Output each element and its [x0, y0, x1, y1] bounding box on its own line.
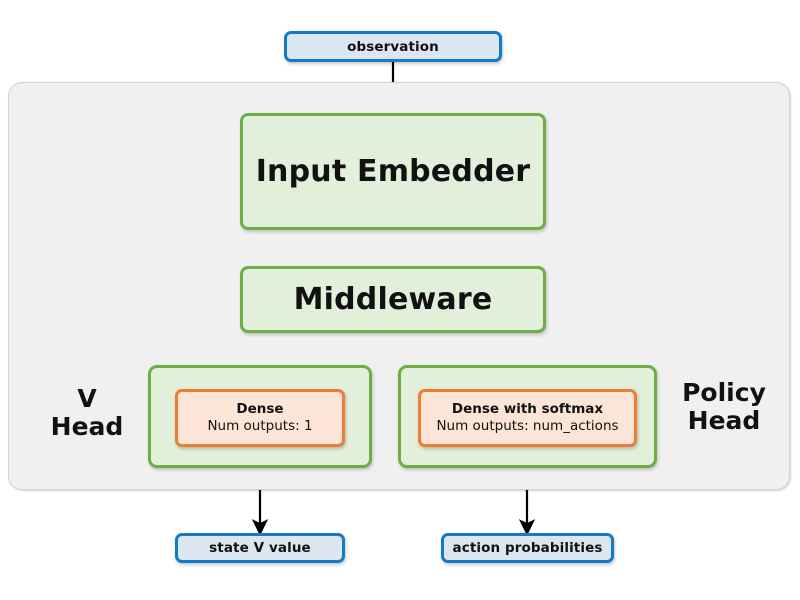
caption-v-head-line2: Head: [50, 412, 124, 441]
node-observation[interactable]: observation: [284, 31, 502, 62]
node-v-head-dense-subtitle: Num outputs: 1: [207, 418, 313, 434]
caption-policy-head-line1: Policy: [682, 378, 766, 407]
node-policy-head-dense[interactable]: Dense with softmax Num outputs: num_acti…: [418, 389, 637, 447]
node-action-probabilities[interactable]: action probabilities: [441, 533, 614, 563]
node-state-v-value-label: state V value: [209, 540, 311, 556]
node-middleware[interactable]: Middleware: [240, 266, 546, 333]
node-policy-head-dense-title: Dense with softmax: [451, 401, 604, 418]
node-policy-head-dense-subtitle: Num outputs: num_actions: [436, 418, 619, 434]
node-v-head-dense[interactable]: Dense Num outputs: 1: [175, 389, 345, 447]
caption-v-head-line1: V: [77, 384, 97, 413]
caption-v-head: V Head: [38, 385, 136, 441]
caption-policy-head: Policy Head: [664, 379, 784, 435]
node-input-embedder-label: Input Embedder: [255, 154, 531, 189]
node-v-head-dense-title: Dense: [236, 401, 284, 418]
caption-policy-head-line2: Head: [687, 406, 761, 435]
node-input-embedder[interactable]: Input Embedder: [240, 113, 546, 230]
node-observation-label: observation: [347, 38, 439, 55]
node-middleware-label: Middleware: [293, 282, 493, 317]
node-state-v-value[interactable]: state V value: [175, 533, 345, 563]
node-action-probabilities-label: action probabilities: [452, 540, 603, 556]
